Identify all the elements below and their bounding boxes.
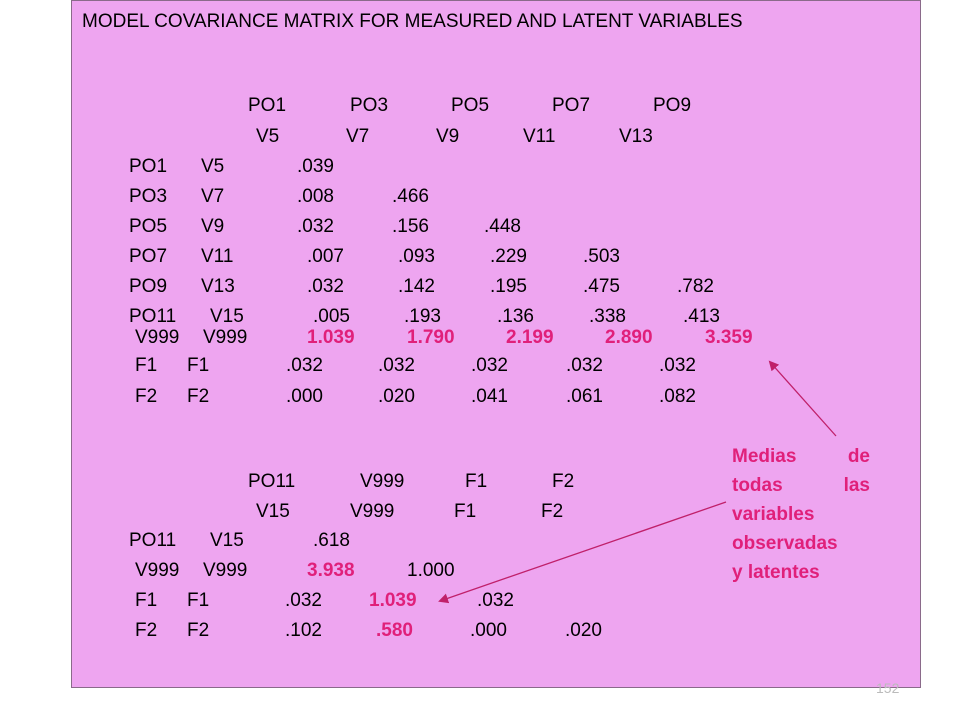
matrix1-cell: .032 [659, 355, 696, 376]
matrix1-row-var: F1 [187, 355, 210, 376]
matrix1-header-var-0: V5 [256, 126, 280, 147]
matrix1-row-code: PO1 [129, 156, 168, 177]
page-number: 152 [876, 680, 900, 696]
matrix1-mean-cell: 2.890 [605, 327, 653, 348]
matrix1-cell: .782 [677, 276, 714, 297]
matrix1-row-var: V7 [201, 186, 225, 207]
matrix1-row-var: V5 [201, 156, 225, 177]
matrix1-row-var: V9 [201, 216, 225, 237]
matrix1-header-var-4: V13 [619, 126, 653, 147]
matrix2-cell: .618 [313, 530, 350, 551]
matrix1-cell: .338 [589, 306, 626, 327]
matrix1-row-var: V11 [201, 246, 234, 267]
matrix1-row-code: PO5 [129, 216, 168, 237]
matrix1-cell: .032 [297, 216, 334, 237]
title-text: MODEL COVARIANCE MATRIX FOR MEASURED AND… [82, 11, 743, 32]
matrix1-header-var-3: V11 [523, 126, 556, 147]
matrix1-cell: .466 [392, 186, 429, 207]
matrix1-mean-cell: 3.359 [705, 327, 753, 348]
matrix1-cell: .093 [398, 246, 435, 267]
matrix2-row-var: F1 [187, 590, 210, 611]
matrix1-cell: .005 [313, 306, 350, 327]
matrix2-row-code: F1 [135, 590, 158, 611]
matrix1-cell: .193 [404, 306, 441, 327]
matrix1-header-var-2: V9 [436, 126, 460, 147]
matrix2-header-var-3: F2 [541, 501, 564, 522]
matrix2-header-var-1: V999 [350, 501, 395, 522]
matrix2-row-code: F2 [135, 620, 158, 641]
matrix2-header-code-2: F1 [465, 471, 488, 492]
matrix2-header-code-1: V999 [360, 471, 405, 492]
matrix1-cell: .229 [490, 246, 527, 267]
matrix1-mean-cell: 2.199 [506, 327, 554, 348]
matrix1-header-code-0: PO1 [248, 95, 287, 116]
matrix1-cell: .032 [471, 355, 508, 376]
matrix2-row-code: V999 [135, 560, 180, 581]
matrix2-cell: .032 [285, 590, 322, 611]
matrix1-cell: .448 [484, 216, 521, 237]
matrix1-cell: .142 [398, 276, 435, 297]
matrix1-header-code-4: PO9 [653, 95, 692, 116]
matrix1-cell: .136 [497, 306, 534, 327]
matrix1-cell: .061 [566, 386, 603, 407]
matrix2-row-var: V999 [203, 560, 248, 581]
matrix2-cell: .032 [477, 590, 514, 611]
matrix1-row-var: V13 [201, 276, 235, 297]
matrix1-cell: .000 [286, 386, 323, 407]
matrix2-mean-cell: 3.938 [307, 560, 355, 581]
matrix1-row-var: F2 [187, 386, 210, 407]
matrix1-cell: .007 [307, 246, 344, 267]
matrix1-header-code-2: PO5 [451, 95, 490, 116]
matrix1-cell: .032 [378, 355, 415, 376]
matrix1-header-var-1: V7 [346, 126, 370, 147]
matrix2-cell: .102 [285, 620, 322, 641]
matrix1-row-code: V999 [135, 327, 180, 348]
matrix2-cell: 1.000 [407, 560, 455, 581]
matrix2-header-code-3: F2 [552, 471, 575, 492]
matrix2-mean-cell: .580 [376, 620, 413, 641]
matrix2-header-var-2: F1 [454, 501, 477, 522]
matrix2-mean-cell: 1.039 [369, 590, 417, 611]
matrix1-cell: .032 [566, 355, 603, 376]
matrix2-cell: .020 [565, 620, 602, 641]
matrix2-header-code-0: PO11 [248, 471, 296, 492]
matrix2-row-var: V15 [210, 530, 244, 551]
matrix1-header-code-1: PO3 [350, 95, 389, 116]
annotation-line-4: observadas [732, 533, 838, 554]
matrix2-row-var: F2 [187, 620, 210, 641]
matrix2-row-code: PO11 [129, 530, 177, 551]
matrix1-cell: .039 [297, 156, 334, 177]
matrix1-row-var: V15 [210, 306, 244, 327]
matrix1-row-code: PO11 [129, 306, 177, 327]
title-line-1: MODEL COVARIANCE MATRIX FOR MEASURED AND… [82, 8, 802, 36]
matrix1-cell: .082 [659, 386, 696, 407]
annotation-line-5: y latentes [732, 562, 820, 583]
matrix1-row-code: PO7 [129, 246, 168, 267]
matrix1-mean-cell: 1.039 [307, 327, 355, 348]
matrix1-row-var: V999 [203, 327, 248, 348]
matrix1-row-code: PO3 [129, 186, 168, 207]
matrix1-row-code: F2 [135, 386, 158, 407]
matrix2-header-var-0: V15 [256, 501, 290, 522]
matrix1-cell: .032 [307, 276, 344, 297]
annotation-line-3: variables [732, 504, 815, 525]
matrix1-cell: .475 [583, 276, 620, 297]
matrix1-cell: .020 [378, 386, 415, 407]
matrix1-cell: .503 [583, 246, 620, 267]
matrix1-row-code: F1 [135, 355, 158, 376]
matrix1-cell: .195 [490, 276, 527, 297]
matrix1-mean-cell: 1.790 [407, 327, 455, 348]
matrix1-cell: .008 [297, 186, 334, 207]
matrix1-cell: .156 [392, 216, 429, 237]
matrix1-cell: .032 [286, 355, 323, 376]
matrix1-cell: .041 [471, 386, 508, 407]
matrix1-row-code: PO9 [129, 276, 168, 297]
matrix2-cell: .000 [470, 620, 507, 641]
matrix1-cell: .413 [683, 306, 720, 327]
matrix1-header-code-3: PO7 [552, 95, 591, 116]
